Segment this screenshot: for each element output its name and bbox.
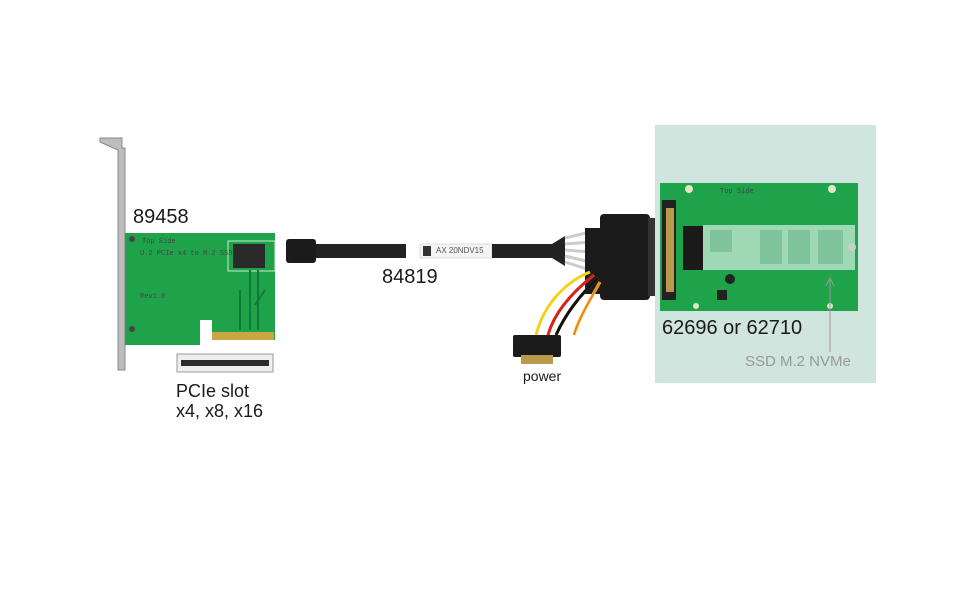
label-pcie-slot-widths: x4, x8, x16 — [176, 401, 264, 421]
label-power: power — [523, 368, 562, 384]
cable-print: AX 20NDV15 — [436, 246, 484, 255]
label-adapter: 62696 or 62710 — [662, 317, 803, 339]
svg-text:Top Side: Top Side — [142, 238, 176, 246]
m2-slot — [683, 226, 703, 270]
cable-84819 — [286, 214, 656, 364]
label-cable: 84819 — [382, 266, 438, 288]
svg-text:U.2 PCIe x4 to M.2 SSD: U.2 PCIe x4 to M.2 SSD — [140, 250, 232, 258]
sff8643-port — [233, 244, 265, 268]
adapter-62696: Top Side — [655, 125, 876, 383]
label-pcie-card: 89458 — [133, 206, 189, 228]
label-pcie-slot: PCIe slot — [176, 381, 250, 401]
pcie-bracket — [99, 137, 126, 371]
pcie-gold-fingers — [212, 332, 274, 340]
u2-connector — [600, 214, 650, 300]
pcie-slot — [181, 360, 269, 366]
sff8643-plug — [286, 239, 316, 263]
pcie-card-89458: Top Side U.2 PCIe x4 to M.2 SSD Rev1.0 — [99, 137, 276, 373]
svg-text:Rev1.0: Rev1.0 — [140, 293, 165, 301]
sata-power-plug — [513, 335, 561, 357]
svg-text:Top Side: Top Side — [720, 188, 754, 196]
label-ssd: SSD M.2 NVMe — [745, 353, 851, 370]
